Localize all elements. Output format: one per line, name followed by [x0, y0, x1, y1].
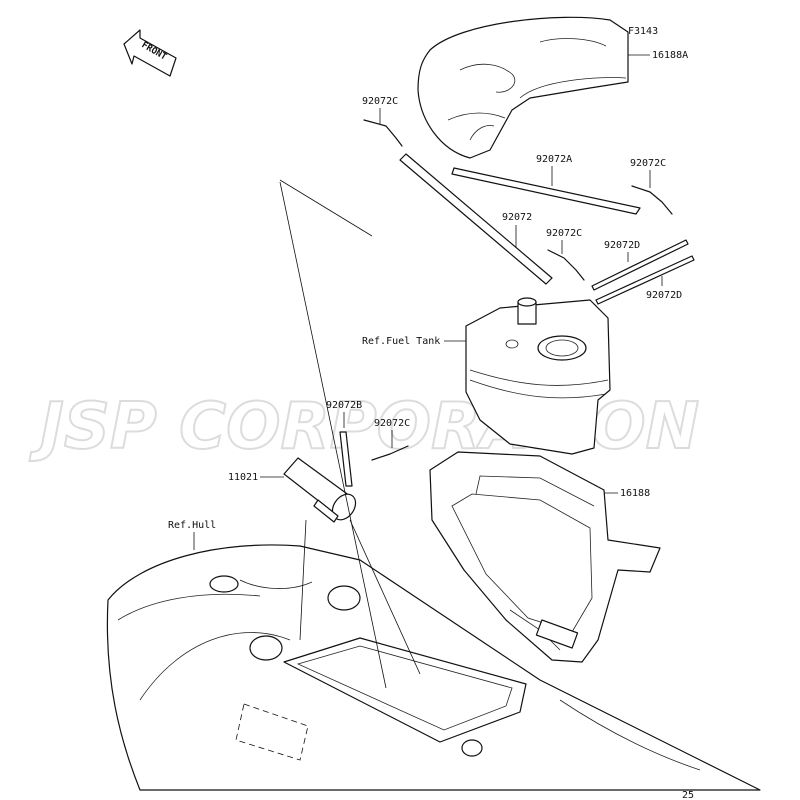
strap-92072a	[451, 167, 641, 215]
callout-92072b: 92072B	[326, 400, 362, 411]
callout-92072c-lower: 92072C	[374, 418, 410, 429]
callout-16188: 16188	[620, 488, 650, 499]
strap-92072d-upper	[591, 239, 689, 291]
callout-92072a: 92072A	[536, 154, 572, 165]
strap-92072c-mid	[547, 249, 585, 281]
callout-11021: 11021	[228, 472, 258, 483]
callout-92072d-upper: 92072D	[604, 240, 640, 251]
watermark-text: JSP CORPORATION	[29, 390, 699, 464]
strap-92072c-lower	[371, 445, 409, 461]
callout-92072c-mid: 92072C	[546, 228, 582, 239]
callout-92072c-top-left: 92072C	[362, 96, 398, 107]
callout-16188a: 16188A	[652, 50, 688, 61]
callout-92072d-lower: 92072D	[646, 290, 682, 301]
strap-92072b	[339, 431, 353, 487]
callout-fuel-tank: Ref.Fuel Tank	[362, 336, 440, 347]
strap-92072	[399, 153, 553, 285]
seat-cushion	[417, 16, 629, 159]
callout-92072: 92072	[502, 212, 532, 223]
filter-11021	[283, 457, 357, 523]
page-number: 25	[682, 790, 694, 800]
hull	[106, 544, 761, 791]
strap-92072d-lower	[595, 255, 695, 305]
figure-code: F3143	[628, 26, 658, 37]
callout-hull: Ref.Hull	[168, 520, 216, 531]
front-arrow-icon	[123, 29, 177, 77]
storage-bin-16188	[429, 451, 661, 663]
callout-92072c-top-right: 92072C	[630, 158, 666, 169]
front-arrow: FRONT	[123, 29, 177, 77]
strap-92072c-top-right	[631, 185, 673, 215]
strap-92072c-top-left	[363, 119, 403, 147]
fuel-tank	[465, 297, 611, 455]
